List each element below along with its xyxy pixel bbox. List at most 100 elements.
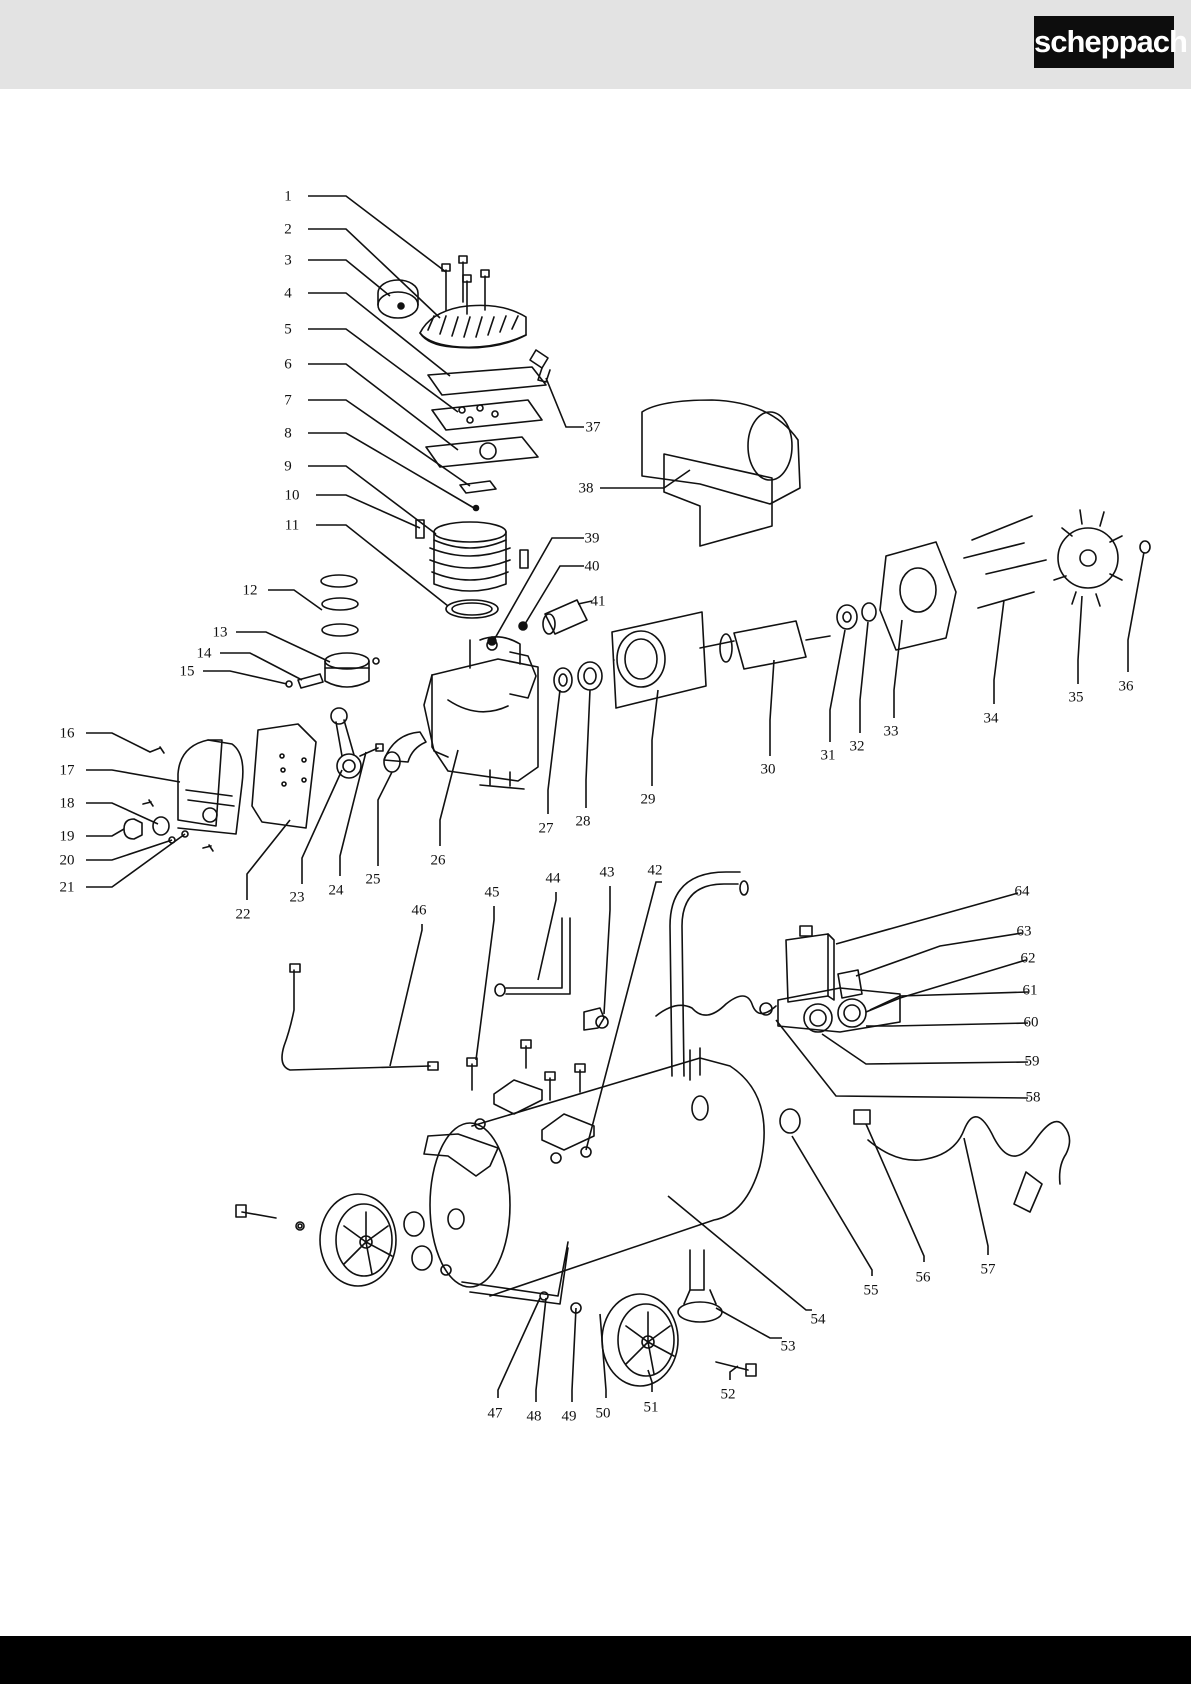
fan-cover (642, 400, 800, 546)
leader-line-37 (546, 378, 584, 427)
fan-clip (1140, 541, 1150, 553)
leader-line-6 (308, 364, 458, 450)
part-number-11: 11 (285, 517, 299, 533)
part-number-37: 37 (586, 419, 602, 435)
part-number-3: 3 (284, 252, 292, 268)
leader-line-44 (538, 892, 556, 980)
leader-line-20 (86, 840, 172, 860)
cylinder-gasket-ring (446, 600, 498, 618)
callout-leaders (86, 196, 1144, 1402)
wheel-right (602, 1294, 678, 1386)
part-number-44: 44 (546, 870, 562, 886)
cable-relief (854, 1110, 870, 1124)
part-number-24: 24 (329, 882, 345, 898)
part-number-45: 45 (485, 884, 500, 900)
axle-bolt-right (716, 1362, 756, 1376)
rotor-bearing-31 (837, 605, 857, 629)
leader-line-33 (894, 620, 902, 718)
capacitor (543, 600, 587, 634)
leader-line-34 (994, 600, 1004, 704)
connecting-rod (331, 708, 361, 778)
leader-line-42 (586, 882, 662, 1150)
part-number-60: 60 (1024, 1014, 1039, 1030)
leader-line-38 (600, 470, 690, 488)
cylinder-head (420, 305, 526, 347)
leader-line-55 (792, 1136, 872, 1276)
leader-line-45 (476, 906, 494, 1060)
part-number-56: 56 (916, 1269, 932, 1285)
leader-line-40 (525, 566, 584, 624)
part-number-10: 10 (285, 487, 300, 503)
screw-24 (360, 744, 383, 756)
leader-line-22 (247, 820, 290, 900)
mount-bolts (467, 1040, 585, 1100)
part-number-55: 55 (864, 1282, 879, 1298)
leader-line-30 (770, 660, 774, 756)
part-number-7: 7 (284, 392, 292, 408)
axle-bolt-left (236, 1205, 304, 1230)
part-number-38: 38 (579, 480, 594, 496)
piston (325, 653, 379, 687)
wheel-bushings (404, 1212, 451, 1275)
part-number-54: 54 (811, 1311, 827, 1327)
nuts (475, 1119, 591, 1163)
leader-line-12 (268, 590, 322, 610)
leader-line-47 (498, 1298, 540, 1398)
leader-line-19 (86, 829, 124, 836)
motor-end-shield (880, 542, 956, 650)
part-number-5: 5 (284, 321, 292, 337)
leader-line-7 (308, 400, 470, 486)
part-number-1: 1 (284, 188, 292, 204)
part-number-46: 46 (412, 902, 428, 918)
part-number-29: 29 (641, 791, 656, 807)
callout-labels: 1234567891011121314151617181920212223242… (60, 188, 1135, 1424)
part-number-57: 57 (981, 1261, 997, 1277)
part-number-36: 36 (1119, 678, 1135, 694)
cooling-fan (1054, 510, 1122, 606)
leader-line-31 (830, 630, 845, 742)
part-number-61: 61 (1023, 982, 1038, 998)
crankcase-seal (554, 668, 572, 692)
cylinder-cap (378, 280, 418, 318)
part-number-58: 58 (1026, 1089, 1041, 1105)
leader-line-15 (203, 671, 287, 684)
part-number-20: 20 (60, 852, 75, 868)
leader-line-51 (648, 1370, 652, 1392)
cover-gasket (252, 724, 316, 828)
crank-shaft (384, 732, 426, 772)
wheel-axle-bracket (462, 1242, 581, 1313)
bent-pipe (495, 918, 570, 996)
part-number-42: 42 (648, 862, 663, 878)
piston-pin (286, 674, 323, 688)
leader-line-28 (586, 690, 590, 808)
small-parts-39-40 (488, 622, 527, 645)
motor-stator (612, 612, 706, 708)
part-number-47: 47 (488, 1405, 504, 1421)
leader-line-62 (866, 960, 1026, 1012)
leader-line-29 (652, 690, 658, 786)
leader-line-27 (548, 690, 560, 814)
part-number-41: 41 (591, 593, 606, 609)
part-number-9: 9 (284, 458, 292, 474)
leader-line-46 (390, 924, 422, 1066)
part-number-4: 4 (284, 285, 292, 301)
part-number-50: 50 (596, 1405, 611, 1421)
piston-rings (321, 575, 358, 636)
part-number-14: 14 (197, 645, 213, 661)
leader-line-57 (964, 1138, 988, 1255)
part-number-6: 6 (284, 356, 292, 372)
pressure-pipe (282, 964, 438, 1070)
leader-line-14 (220, 653, 302, 680)
part-number-27: 27 (539, 820, 555, 836)
leader-line-35 (1078, 596, 1082, 684)
part-number-17: 17 (60, 762, 76, 778)
pressure-regulator (838, 970, 862, 998)
part-number-23: 23 (290, 889, 305, 905)
leader-line-49 (572, 1308, 576, 1402)
washer-32 (862, 603, 876, 621)
leader-line-52 (730, 1366, 738, 1380)
air-tank (430, 1048, 764, 1296)
leader-line-25 (378, 772, 392, 866)
part-number-62: 62 (1021, 950, 1036, 966)
